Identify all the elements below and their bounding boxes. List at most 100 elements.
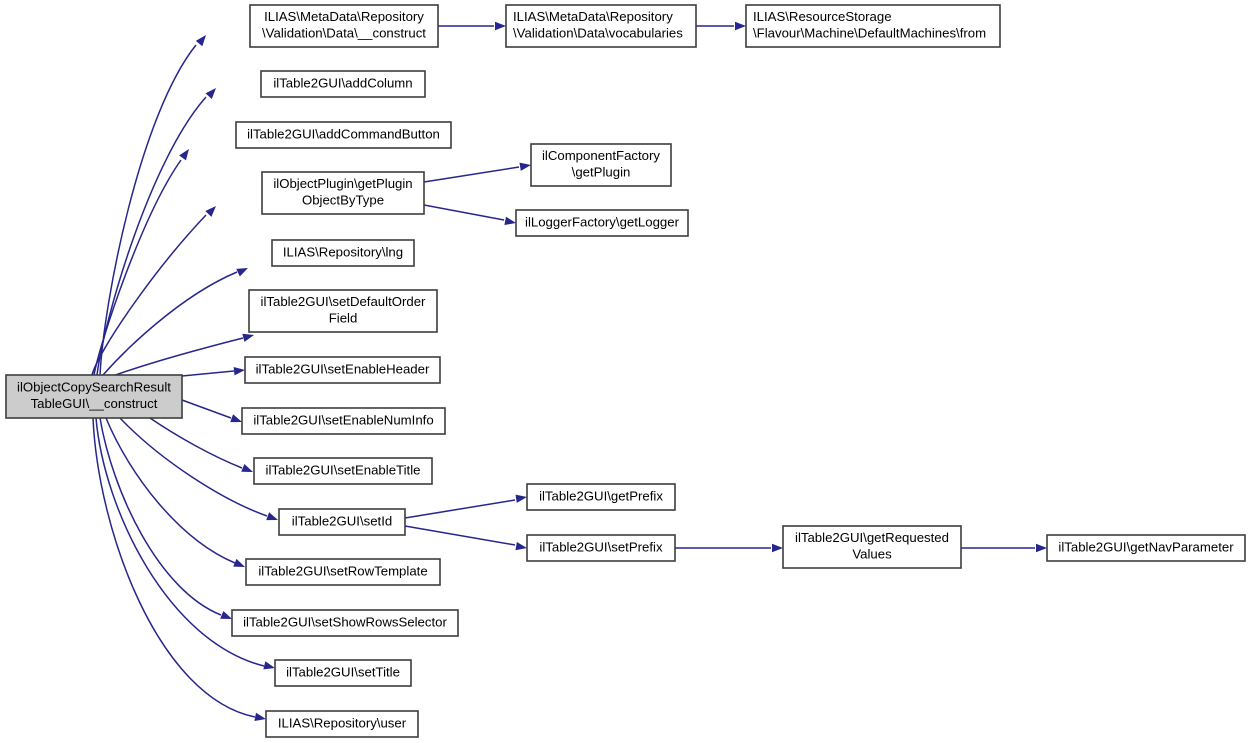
call-edge [102,268,248,376]
node-box[interactable] [265,710,419,738]
node-label-line: ilTable2GUI\setId [292,513,392,528]
node-box[interactable] [249,4,439,48]
graph-node-getNavParameter[interactable]: ilTable2GUI\getNavParameter [1046,534,1246,562]
call-edge [181,366,245,377]
node-box[interactable] [505,4,697,48]
call-edge [404,494,527,519]
node-box[interactable] [1046,534,1246,562]
node-label-line: ilTable2GUI\addCommandButton [247,126,440,141]
graph-node-root[interactable]: ilObjectCopySearchResultTableGUI\__const… [5,374,183,419]
node-label-line: ilTable2GUI\setPrefix [539,539,663,554]
node-box[interactable] [261,171,425,215]
edge-arrowhead [205,206,216,217]
node-box[interactable] [271,239,415,267]
edge-line [109,337,244,378]
edge-arrowhead [519,162,531,171]
node-label-line: Field [329,311,358,326]
edge-arrowhead [254,712,266,722]
graph-node-setShowRowsSelector[interactable]: ilTable2GUI\setShowRowsSelector [231,609,459,637]
edge-line [102,271,238,376]
node-box[interactable] [526,483,676,511]
node-box[interactable] [526,534,676,562]
graph-node-addCommandButton[interactable]: ilTable2GUI\addCommandButton [235,121,452,149]
edge-arrowhead [236,268,248,277]
graph-node-rs_from[interactable]: ILIAS\ResourceStorage\Flavour\Machine\De… [745,4,1001,48]
node-label-line: \Flavour\Machine\DefaultMachines\from [753,26,986,41]
node-box[interactable] [745,4,1001,48]
edge-line [99,417,222,616]
graph-node-md_construct[interactable]: ILIAS\MetaData\Repository\Validation\Dat… [249,4,439,48]
call-edge [423,204,516,226]
edge-line [181,370,235,377]
nodes-layer: ilObjectCopySearchResultTableGUI\__const… [5,4,1246,738]
node-box[interactable] [274,659,412,687]
node-label-line: ilLoggerFactory\getLogger [525,214,680,229]
edge-line [91,214,207,376]
call-edge [119,417,278,521]
edge-arrowhead [263,661,275,670]
node-box[interactable] [248,289,438,333]
node-box[interactable] [515,209,689,237]
node-box[interactable] [5,374,183,419]
edge-line [404,499,516,519]
call-edge [109,333,254,378]
edge-arrowhead [495,21,506,31]
call-edge [438,21,506,31]
node-label-line: ilObjectPlugin\getPlugin [273,176,412,191]
node-label-line: Values [852,547,892,562]
call-edge [696,21,746,31]
call-edge [423,162,531,183]
edge-line [93,159,182,376]
graph-node-setEnableHeader[interactable]: ilTable2GUI\setEnableHeader [244,356,441,384]
node-box[interactable] [253,457,433,485]
node-label-line: ilTable2GUI\getPrefix [539,488,663,503]
node-box[interactable] [530,143,672,187]
node-box[interactable] [235,121,452,149]
node-box[interactable] [231,609,459,637]
edge-arrowhead [515,494,527,503]
call-edge [96,88,216,376]
graph-node-md_vocabularies[interactable]: ILIAS\MetaData\Repository\Validation\Dat… [505,4,697,48]
graph-node-repository_lng[interactable]: ILIAS\Repository\lng [271,239,415,267]
graph-node-getPrefix[interactable]: ilTable2GUI\getPrefix [526,483,676,511]
edge-arrowhead [515,541,527,551]
call-edge [93,149,189,376]
graph-node-repository_user[interactable]: ILIAS\Repository\user [265,710,419,738]
node-label-line: TableGUI\__construct [31,396,158,411]
edge-line [96,96,207,376]
node-label-line: ILIAS\Repository\lng [283,244,403,259]
node-label-line: ilTable2GUI\getRequested [795,530,949,545]
graph-node-componentFactory_getPlugin[interactable]: ilComponentFactory\getPlugin [530,143,672,187]
edge-line [105,417,236,564]
graph-node-setEnableTitle[interactable]: ilTable2GUI\setEnableTitle [253,457,433,485]
node-box[interactable] [241,407,446,435]
edge-line [181,399,232,419]
node-box[interactable] [782,525,962,569]
node-box[interactable] [260,70,426,98]
node-label-line: ilTable2GUI\setDefaultOrder [261,294,427,309]
graph-node-addColumn[interactable]: ilTable2GUI\addColumn [260,70,426,98]
graph-node-setPrefix[interactable]: ilTable2GUI\setPrefix [526,534,676,562]
graph-node-setRowTemplate[interactable]: ilTable2GUI\setRowTemplate [245,558,441,586]
node-box[interactable] [244,356,441,384]
call-edge [675,543,783,553]
graph-node-loggerFactory_getLogger[interactable]: ilLoggerFactory\getLogger [515,209,689,237]
call-edge [105,417,245,567]
node-box[interactable] [245,558,441,586]
edge-arrowhead [179,149,189,161]
graph-node-setTitle[interactable]: ilTable2GUI\setTitle [274,659,412,687]
edge-arrowhead [735,21,746,31]
graph-node-setEnableNumInfo[interactable]: ilTable2GUI\setEnableNumInfo [241,407,446,435]
call-edge [91,206,216,376]
node-label-line: ilTable2GUI\addColumn [273,75,412,90]
node-box[interactable] [278,508,406,536]
edge-arrowhead [233,558,245,567]
graph-node-setId[interactable]: ilTable2GUI\setId [278,508,406,536]
node-label-line: ilTable2GUI\setEnableNumInfo [253,412,433,427]
node-label-line: \Validation\Data\vocabularies [513,26,683,41]
edge-arrowhead [220,610,232,619]
